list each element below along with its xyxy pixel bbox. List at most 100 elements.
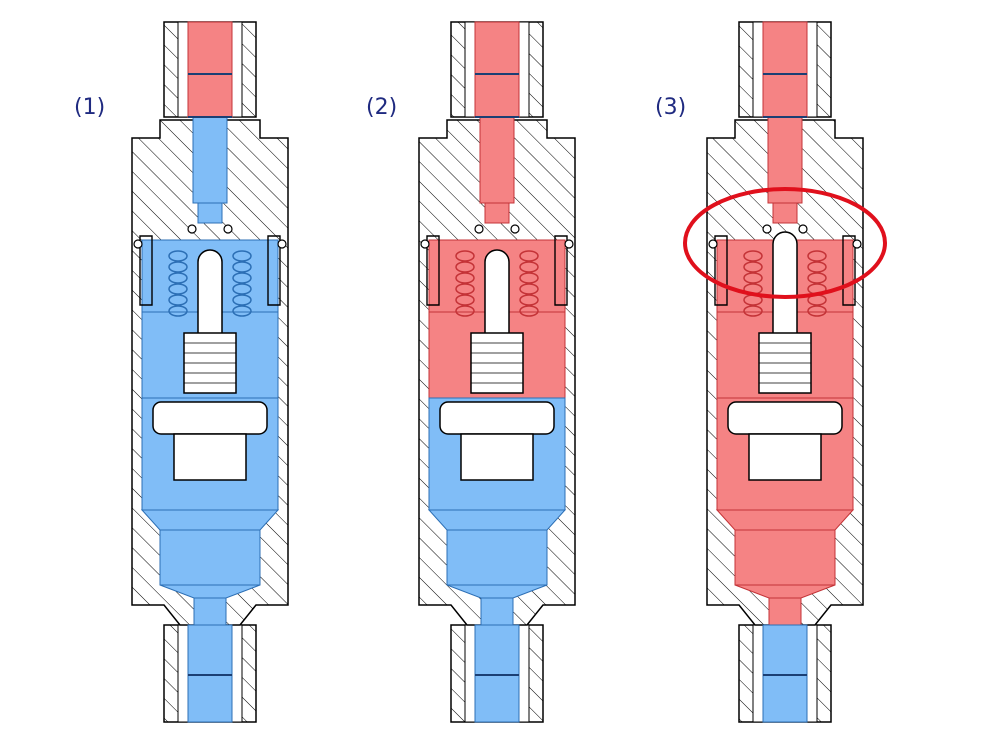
fluid-segment: [484, 202, 510, 224]
cage-wall-right: [842, 235, 856, 306]
poppet-disc: [439, 401, 555, 435]
seat-ring-left: [474, 224, 484, 234]
state-label-2: (2): [366, 95, 398, 120]
highlight-ellipse: [683, 187, 887, 299]
fluid-taper: [715, 509, 855, 531]
fluid-throat-taper: [734, 584, 836, 599]
spring-coil-right: [232, 305, 252, 317]
seat-ring-left: [187, 224, 197, 234]
fluid-segment: [480, 594, 514, 626]
spring-coil-left: [168, 261, 188, 273]
spring: [168, 250, 252, 317]
cage-wall-right: [554, 235, 568, 306]
spring-coil-left: [743, 305, 763, 317]
fluid-throat-taper: [446, 584, 548, 599]
state-label-1: (1): [74, 95, 106, 120]
spring-coil-right: [232, 261, 252, 273]
spring-coil-right: [519, 250, 539, 262]
spring-coil-left: [455, 305, 475, 317]
spring-coil-right: [232, 250, 252, 262]
seat-ring-right: [223, 224, 233, 234]
valve-1: [131, 21, 289, 723]
spring-coil-right: [519, 272, 539, 284]
fluid-segment: [768, 594, 802, 626]
seat-ring-right: [510, 224, 520, 234]
poppet-base: [460, 433, 534, 481]
cage-wall-left: [426, 235, 440, 306]
fluid-segment: [734, 529, 836, 586]
fluid-taper: [427, 509, 567, 531]
spring-coil-left: [168, 305, 188, 317]
fluid-segment: [187, 674, 233, 723]
fluid-segment: [479, 116, 515, 204]
poppet-disc: [152, 401, 268, 435]
spring-coil-left: [455, 294, 475, 306]
spring-coil-right: [232, 283, 252, 295]
spring-coil-left: [455, 272, 475, 284]
spring-coil-right: [807, 305, 827, 317]
poppet: [439, 249, 555, 481]
o-ring-right: [852, 239, 862, 249]
poppet: [152, 249, 268, 481]
spring-coil-left: [743, 261, 763, 273]
fluid-segment: [193, 594, 227, 626]
spring-coil-left: [168, 283, 188, 295]
seat-ring-right: [798, 224, 808, 234]
poppet-stem: [197, 249, 223, 336]
fluid-segment: [159, 529, 261, 586]
fluid-segment: [187, 73, 233, 118]
spring-coil-left: [455, 261, 475, 273]
spring-coil-right: [232, 272, 252, 284]
o-ring-right: [277, 239, 287, 249]
fluid-segment: [474, 73, 520, 118]
spring-coil-right: [519, 305, 539, 317]
cage: [420, 224, 574, 306]
spring-coil-left: [455, 250, 475, 262]
poppet-base: [173, 433, 247, 481]
fluid-segment: [474, 21, 520, 75]
poppet: [727, 231, 843, 481]
valve-3: [683, 21, 887, 723]
fluid-segment: [187, 21, 233, 75]
cage-wall-right: [267, 235, 281, 306]
spring-coil-left: [168, 294, 188, 306]
spring-coil-left: [743, 250, 763, 262]
fluid-segment: [762, 624, 808, 676]
spring-coil-left: [168, 272, 188, 284]
spring-coil-right: [807, 272, 827, 284]
fluid-segment: [762, 73, 808, 118]
fluid-segment: [762, 674, 808, 723]
o-ring-right: [564, 239, 574, 249]
poppet-base: [748, 433, 822, 481]
o-ring-left: [420, 239, 430, 249]
state-label-3: (3): [655, 95, 687, 120]
fluid-segment: [187, 624, 233, 676]
o-ring-left: [708, 239, 718, 249]
poppet-disc: [727, 401, 843, 435]
spring-coil-left: [168, 250, 188, 262]
spring-coil-right: [519, 283, 539, 295]
fluid-segment: [762, 21, 808, 75]
spring-coil-right: [232, 294, 252, 306]
poppet-stem: [484, 249, 510, 336]
valve-2: [418, 21, 576, 723]
fluid-taper: [140, 509, 280, 531]
o-ring-left: [133, 239, 143, 249]
fluid-segment: [474, 674, 520, 723]
spring-coil-right: [807, 261, 827, 273]
spring-coil-left: [455, 283, 475, 295]
seat-ring-left: [762, 224, 772, 234]
spring-coil-right: [807, 250, 827, 262]
spring-coil-right: [519, 261, 539, 273]
fluid-segment: [192, 116, 228, 204]
spring-coil-right: [519, 294, 539, 306]
fluid-segment: [772, 202, 798, 224]
spring-coil-left: [743, 272, 763, 284]
cage: [133, 224, 287, 306]
fluid-segment: [197, 202, 223, 224]
fluid-segment: [474, 624, 520, 676]
spring: [455, 250, 539, 317]
cage-wall-left: [139, 235, 153, 306]
